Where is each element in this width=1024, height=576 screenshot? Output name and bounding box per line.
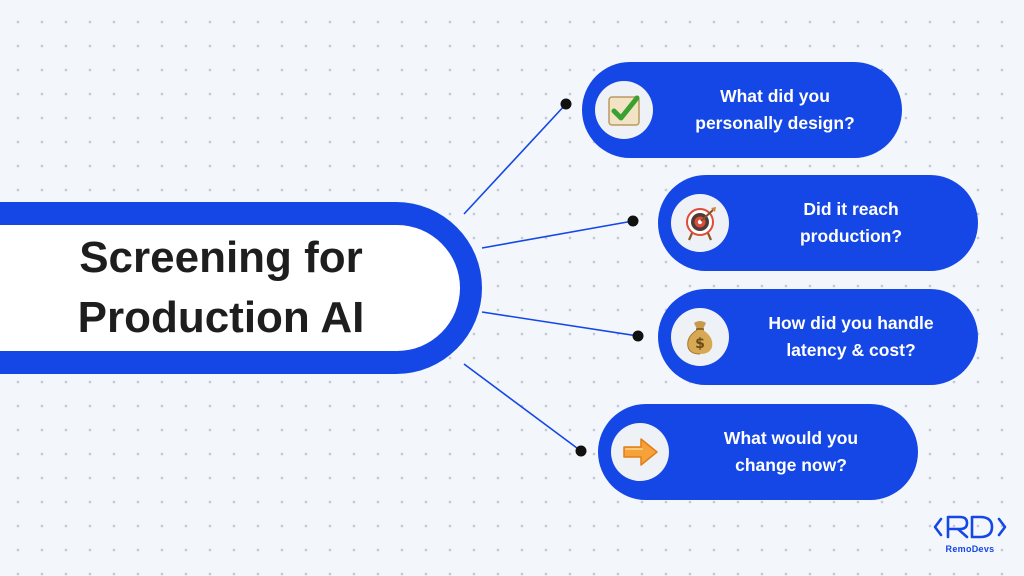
money-bag-icon: $ xyxy=(671,308,729,366)
connector-dot-1 xyxy=(560,98,572,110)
diagram-title: Screening for Production AI xyxy=(11,228,431,348)
check-mark-button-icon xyxy=(595,81,653,139)
title-card: Screening for Production AI xyxy=(0,202,482,374)
question-node-change: What would you change now? xyxy=(598,404,918,500)
question-line-1: How did you handle xyxy=(768,313,934,333)
svg-text:$: $ xyxy=(695,336,705,352)
connector-line-3 xyxy=(481,311,639,337)
question-line-1: What would you xyxy=(723,428,859,448)
connector-dot-2 xyxy=(627,215,639,227)
brand-name: RemoDevs xyxy=(945,544,995,554)
question-node-latency-cost: $ How did you handle latency & cost? xyxy=(658,289,978,385)
question-text: How did you handle latency & cost? xyxy=(742,289,960,385)
question-text: What did you personally design? xyxy=(666,62,884,158)
remodevs-logo-mark xyxy=(933,515,1007,539)
target-icon xyxy=(671,194,729,252)
title-inner-panel: Screening for Production AI xyxy=(0,225,460,351)
connector-line-2 xyxy=(481,220,634,249)
question-node-production: Did it reach production? xyxy=(658,175,978,271)
connector-line-1 xyxy=(463,103,567,215)
remodevs-logo: RemoDevs xyxy=(930,512,1010,560)
right-arrow-icon xyxy=(611,423,669,481)
question-text: Did it reach production? xyxy=(742,175,960,271)
connector-line-4 xyxy=(463,363,582,452)
question-node-design: What did you personally design? xyxy=(582,62,902,158)
title-line-2: Production AI xyxy=(77,293,365,342)
connector-dot-4 xyxy=(575,445,587,457)
question-line-1: What did you xyxy=(720,86,830,106)
question-text: What would you change now? xyxy=(682,404,900,500)
connector-dot-3 xyxy=(632,330,644,342)
question-line-2: production? xyxy=(799,226,903,246)
question-line-1: Did it reach xyxy=(803,199,899,219)
question-line-2: personally design? xyxy=(695,113,855,133)
question-line-2: latency & cost? xyxy=(786,340,916,360)
title-line-1: Screening for xyxy=(79,233,363,282)
question-line-2: change now? xyxy=(735,455,847,475)
